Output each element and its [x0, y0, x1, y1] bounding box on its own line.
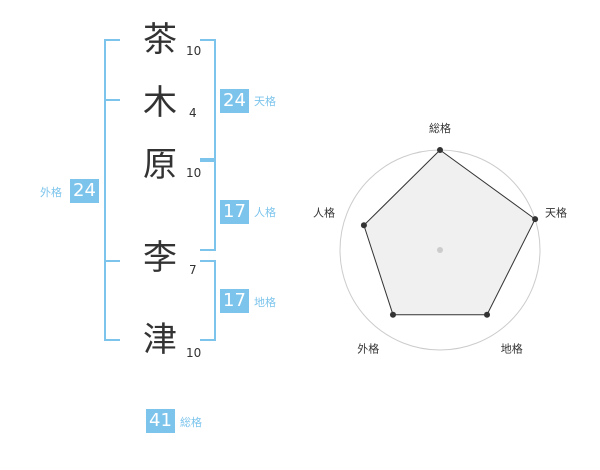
radar-point-2 — [532, 216, 539, 223]
stroke-count-3: 10 — [186, 166, 202, 180]
gaikaku-label: 外格 — [40, 186, 62, 199]
jinkaku-badge: 17 — [220, 200, 249, 224]
radar-axis-label-1: 総格 — [429, 121, 451, 135]
radar-area — [363, 149, 536, 316]
chikaku-bracket — [200, 260, 216, 341]
name-char-3: 原 — [143, 145, 177, 185]
soukaku-badge: 41 — [146, 409, 175, 433]
chikaku-badge: 17 — [220, 289, 249, 313]
stroke-count-2: 4 — [189, 106, 197, 120]
chikaku-label: 地格 — [254, 296, 276, 309]
gaikaku-bracket-notch-top — [104, 99, 120, 101]
gaikaku-bracket-notch-bottom — [104, 260, 120, 262]
name-char-1: 茶 — [143, 20, 177, 60]
name-char-2: 木 — [143, 83, 177, 123]
gaikaku-badge: 24 — [70, 179, 99, 203]
gaikaku-bracket — [104, 39, 120, 341]
name-char-4: 李 — [143, 238, 177, 278]
radar-axis-label-2: 天格 — [545, 205, 567, 219]
name-char-5: 津 — [143, 320, 177, 360]
stroke-count-1: 10 — [186, 44, 202, 58]
tenkaku-label: 天格 — [254, 95, 276, 108]
radar-point-5 — [360, 222, 367, 229]
radar-axis-label-4: 外格 — [357, 342, 379, 356]
soukaku-label: 総格 — [180, 416, 202, 429]
radar-point-1 — [437, 147, 443, 153]
tenkaku-badge: 24 — [220, 89, 249, 113]
jinkaku-bracket — [200, 160, 216, 251]
stroke-count-4: 7 — [189, 263, 197, 277]
tenkaku-bracket — [200, 39, 216, 160]
radar-point-4 — [389, 311, 396, 318]
stroke-count-5: 10 — [186, 346, 202, 360]
radar-point-3 — [484, 311, 491, 318]
radar-points — [360, 147, 539, 318]
radar-center-dot — [437, 247, 443, 253]
radar-axis-label-5: 人格 — [313, 205, 335, 219]
jinkaku-label: 人格 — [254, 206, 276, 219]
radar-axis-label-3: 地格 — [501, 342, 523, 356]
